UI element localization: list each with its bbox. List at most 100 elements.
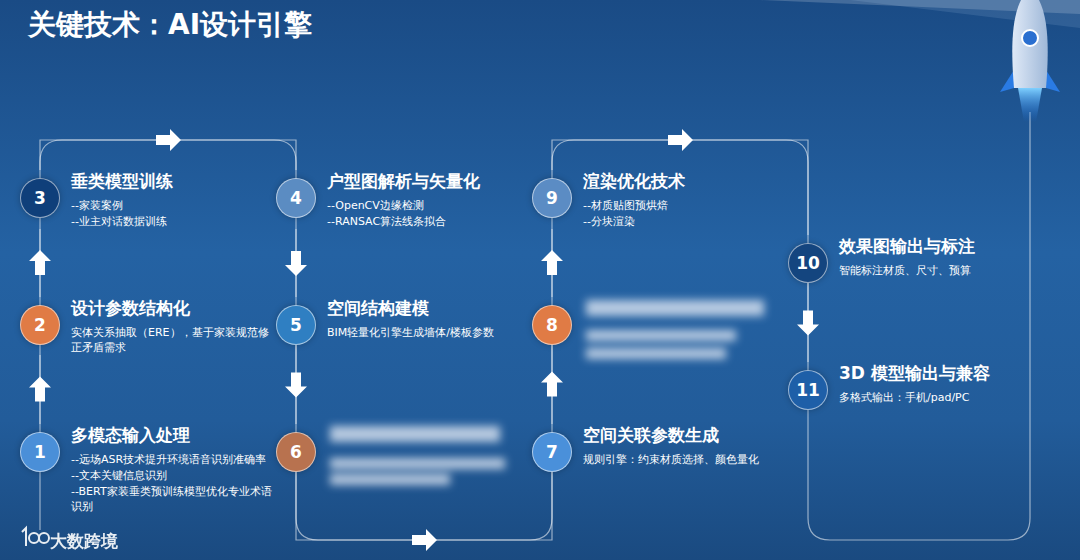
step-number: 5 <box>290 315 302 335</box>
flow-connector <box>296 472 552 551</box>
step-number: 6 <box>290 442 302 462</box>
arrow-head <box>285 251 307 276</box>
step-node: 3 垂类模型训练 --家装案例--业主对话数据训练 <box>20 170 276 229</box>
step-node: 9 渲染优化技术 --材质贴图预烘焙--分块渲染 <box>532 170 788 229</box>
arrow-head <box>797 311 819 336</box>
step-circle: 6 <box>276 432 316 472</box>
page-title: 关键技术：AI设计引擎 <box>28 6 312 44</box>
step-detail: --远场ASR技术提升环境语音识别准确率 <box>71 452 276 467</box>
step-circle: 2 <box>20 305 60 345</box>
step-circle: 1 <box>20 432 60 472</box>
flow-connector <box>40 129 296 170</box>
step-text: 垂类模型训练 --家装案例--业主对话数据训练 <box>71 170 276 229</box>
frame-line <box>808 112 1030 540</box>
step-circle: 5 <box>276 305 316 345</box>
arrow-head <box>29 250 51 275</box>
step-detail: --BERT家装垂类预训练模型优化专业术语识别 <box>71 484 276 514</box>
arrow-head <box>541 250 563 275</box>
blur-patch <box>586 300 764 316</box>
step-circle: 11 <box>788 370 828 410</box>
flow-connector <box>29 229 51 297</box>
step-detail: 规则引擎：约束材质选择、颜色量化 <box>583 452 788 467</box>
watermark-logo <box>22 528 49 546</box>
step-node: 2 设计参数结构化实体关系抽取（ERE），基于家装规范修正矛盾需求 <box>20 297 276 355</box>
step-number: 4 <box>290 188 302 208</box>
flow-connector <box>285 229 307 297</box>
step-text: 效果图输出与标注智能标注材质、尺寸、预算 <box>839 235 1044 278</box>
rocket-fin <box>1046 70 1060 92</box>
step-heading: 户型图解析与矢量化 <box>327 170 532 192</box>
step-heading: 垂类模型训练 <box>71 170 276 192</box>
step-detail: --OpenCV边缘检测 <box>327 198 532 213</box>
step-detail: 实体关系抽取（ERE），基于家装规范修正矛盾需求 <box>71 325 276 355</box>
step-text: 3D 模型输出与兼容多格式输出：手机/pad/PC <box>839 362 1044 405</box>
blur-patch <box>330 458 505 469</box>
step-circle: 3 <box>20 178 60 218</box>
step-node: 8 <box>532 297 572 345</box>
arrow-head <box>156 129 181 151</box>
step-circle: 10 <box>788 243 828 283</box>
step-number: 8 <box>546 315 558 335</box>
blur-patch <box>586 348 726 359</box>
arrow-head <box>541 372 563 397</box>
step-circle: 9 <box>532 178 572 218</box>
step-node: 6 <box>276 424 316 472</box>
step-detail: --文本关键信息识别 <box>71 468 276 483</box>
flow-connector <box>285 345 307 424</box>
step-number: 11 <box>796 380 820 400</box>
step-node: 1 多模态输入处理 --远场ASR技术提升环境语音识别准确率--文本关键信息识别--… <box>20 424 276 514</box>
step-text: 户型图解析与矢量化 --OpenCV边缘检测--RANSAC算法线条拟合 <box>327 170 532 229</box>
step-node: 7 空间关联参数生成规则引擎：约束材质选择、颜色量化 <box>532 424 788 472</box>
blur-patch <box>330 474 450 485</box>
step-heading: 渲染优化技术 <box>583 170 788 192</box>
step-heading: 效果图输出与标注 <box>839 235 1044 257</box>
flow-connector <box>29 355 51 424</box>
step-number: 7 <box>546 442 558 462</box>
step-detail: 多格式输出：手机/pad/PC <box>839 390 1044 405</box>
step-node: 11 3D 模型输出与兼容多格式输出：手机/pad/PC <box>788 362 1044 410</box>
step-node: 4 户型图解析与矢量化 --OpenCV边缘检测--RANSAC算法线条拟合 <box>276 170 532 229</box>
connector-line <box>552 140 808 235</box>
step-heading: 空间结构建模 <box>327 297 532 319</box>
rocket-body <box>1012 0 1047 88</box>
step-circle: 8 <box>532 305 572 345</box>
step-text: 设计参数结构化实体关系抽取（ERE），基于家装规范修正矛盾需求 <box>71 297 276 355</box>
blur-patch <box>330 426 500 442</box>
logo-stroke <box>22 528 26 546</box>
step-text: 空间关联参数生成规则引擎：约束材质选择、颜色量化 <box>583 424 788 467</box>
step-circle: 4 <box>276 178 316 218</box>
step-detail: --业主对话数据训练 <box>71 214 276 229</box>
arrow-head <box>285 373 307 398</box>
step-detail: --分块渲染 <box>583 214 788 229</box>
step-number: 2 <box>34 315 46 335</box>
path-frame <box>40 112 1030 540</box>
step-text: 空间结构建模 BIM轻量化引擎生成墙体/楼板参数 <box>327 297 532 340</box>
logo-stroke <box>39 533 49 543</box>
step-detail: BIM轻量化引擎生成墙体/楼板参数 <box>327 325 532 340</box>
step-detail: --RANSAC算法线条拟合 <box>327 214 532 229</box>
step-text: 多模态输入处理 --远场ASR技术提升环境语音识别准确率--文本关键信息识别--B… <box>71 424 276 514</box>
connector-line <box>296 472 552 540</box>
arrow-head <box>412 529 437 551</box>
step-number: 9 <box>546 188 558 208</box>
step-heading: 3D 模型输出与兼容 <box>839 362 1044 384</box>
arrow-head <box>29 377 51 402</box>
step-detail: 智能标注材质、尺寸、预算 <box>839 263 1044 278</box>
watermark-text: 大数跨境 <box>50 530 118 553</box>
step-detail: --家装案例 <box>71 198 276 213</box>
step-heading: 设计参数结构化 <box>71 297 276 319</box>
step-node: 5 空间结构建模 BIM轻量化引擎生成墙体/楼板参数 <box>276 297 532 345</box>
step-number: 3 <box>34 188 46 208</box>
step-detail: --材质贴图预烘焙 <box>583 198 788 213</box>
step-heading: 空间关联参数生成 <box>583 424 788 446</box>
step-heading: 多模态输入处理 <box>71 424 276 446</box>
step-circle: 7 <box>532 432 572 472</box>
flow-connector <box>541 345 563 424</box>
rocket-fin <box>1000 70 1014 92</box>
flow-connector <box>552 129 808 235</box>
rocket-icon <box>1000 0 1060 122</box>
step-number: 1 <box>34 442 46 462</box>
step-node: 10 效果图输出与标注智能标注材质、尺寸、预算 <box>788 235 1044 283</box>
step-text: 渲染优化技术 --材质贴图预烘焙--分块渲染 <box>583 170 788 229</box>
